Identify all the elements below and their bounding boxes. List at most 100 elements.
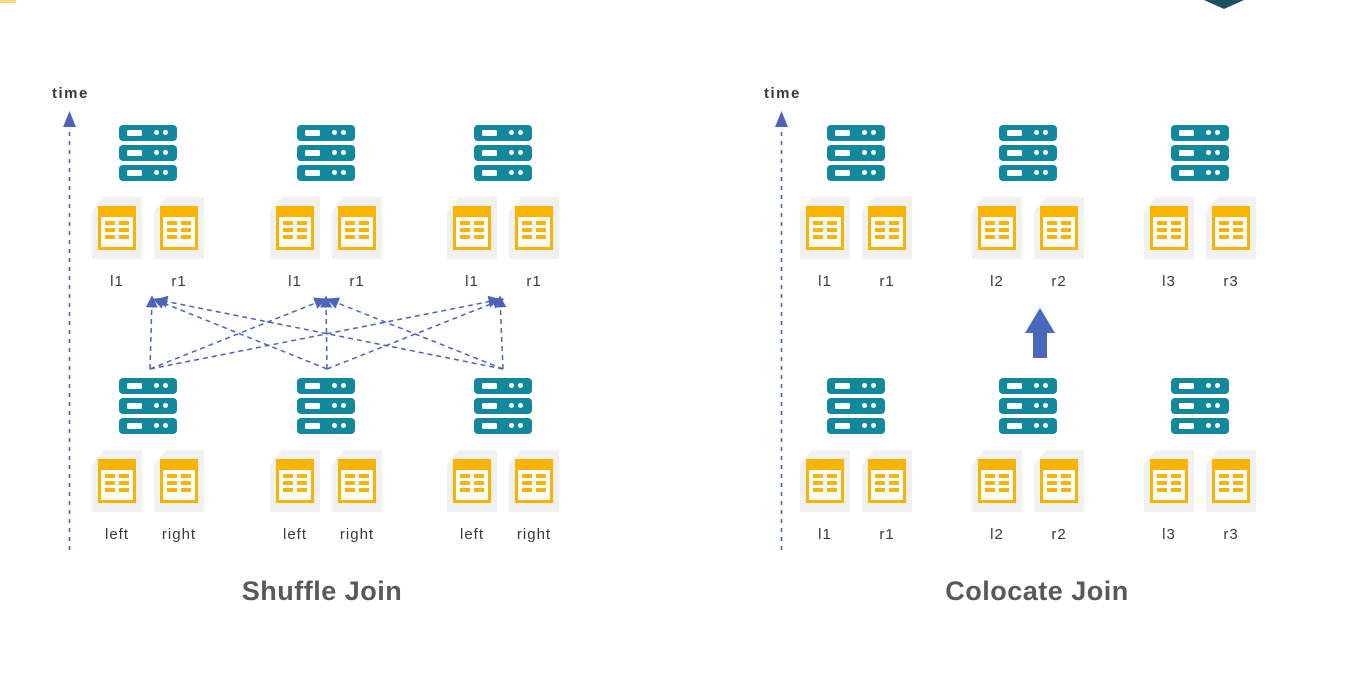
- server-unit-icon: [999, 418, 1057, 434]
- tablet-label: right: [161, 526, 197, 543]
- server-unit-icon: [119, 378, 177, 394]
- server-stack-icon: [119, 378, 177, 434]
- server-unit-icon: [474, 398, 532, 414]
- server-unit-icon: [1171, 418, 1229, 434]
- node-group: l3 r3: [1134, 125, 1266, 290]
- table-file-icon: [509, 197, 559, 259]
- server-unit-icon: [119, 165, 177, 181]
- tablet-pair: [82, 450, 214, 512]
- server-unit-icon: [827, 125, 885, 141]
- server-unit-icon: [297, 145, 355, 161]
- node-group: l3 r3: [1134, 378, 1266, 543]
- server-unit-icon: [827, 398, 885, 414]
- time-axis: [63, 111, 76, 550]
- server-unit-icon: [474, 378, 532, 394]
- tablet-pair: [260, 197, 392, 259]
- tablet-label: l1: [288, 273, 302, 290]
- tablet-pair: [437, 450, 569, 512]
- shuffle-arrows-icon: [145, 295, 507, 370]
- tablet-label: r1: [526, 273, 542, 290]
- table-file-icon: [92, 450, 142, 512]
- tablet-pair: [962, 450, 1094, 512]
- tablet-pair: [1134, 197, 1266, 259]
- server-unit-icon: [297, 125, 355, 141]
- node-group: l1 r1: [260, 125, 392, 290]
- tablet-pair: [1134, 450, 1266, 512]
- table-file-icon: [1034, 450, 1084, 512]
- server-unit-icon: [827, 145, 885, 161]
- server-unit-icon: [827, 165, 885, 181]
- node-group: left right: [260, 378, 392, 543]
- server-unit-icon: [827, 418, 885, 434]
- tablet-label: r2: [1051, 526, 1067, 543]
- table-file-icon: [972, 197, 1022, 259]
- server-unit-icon: [119, 398, 177, 414]
- server-stack-icon: [297, 125, 355, 181]
- server-unit-icon: [999, 398, 1057, 414]
- tablet-label: left: [104, 526, 129, 543]
- server-stack-icon: [1171, 378, 1229, 434]
- node-group: left right: [82, 378, 214, 543]
- tablet-label: r1: [171, 273, 187, 290]
- table-file-icon: [1206, 450, 1256, 512]
- tablet-labels: l3 r3: [1134, 273, 1266, 290]
- tablet-label: r3: [1223, 273, 1239, 290]
- server-stack-icon: [119, 125, 177, 181]
- table-file-icon: [509, 450, 559, 512]
- logo-fragment-icon: [1204, 0, 1244, 9]
- node-group: l2 r2: [962, 125, 1094, 290]
- table-file-icon: [270, 450, 320, 512]
- server-unit-icon: [474, 145, 532, 161]
- tablet-label: left: [282, 526, 307, 543]
- server-unit-icon: [1171, 398, 1229, 414]
- server-unit-icon: [297, 378, 355, 394]
- server-unit-icon: [297, 398, 355, 414]
- server-unit-icon: [474, 125, 532, 141]
- tablet-label: l3: [1162, 526, 1176, 543]
- server-unit-icon: [474, 418, 532, 434]
- server-stack-icon: [999, 125, 1057, 181]
- tablet-labels: l1 r1: [790, 273, 922, 290]
- server-stack-icon: [999, 378, 1057, 434]
- tablet-labels: left right: [437, 526, 569, 543]
- tablet-pair: [790, 197, 922, 259]
- panel-title: Shuffle Join: [241, 576, 403, 606]
- table-file-icon: [92, 197, 142, 259]
- table-file-icon: [1144, 197, 1194, 259]
- server-unit-icon: [119, 145, 177, 161]
- server-stack-icon: [827, 125, 885, 181]
- server-unit-icon: [297, 418, 355, 434]
- tablet-label: r2: [1051, 273, 1067, 290]
- node-group: l1 r1: [790, 125, 922, 290]
- table-file-icon: [154, 197, 204, 259]
- server-stack-icon: [827, 378, 885, 434]
- server-unit-icon: [1171, 165, 1229, 181]
- table-file-icon: [1144, 450, 1194, 512]
- server-unit-icon: [1171, 125, 1229, 141]
- tablet-labels: l2 r2: [962, 526, 1094, 543]
- table-file-icon: [862, 197, 912, 259]
- tablet-label: r1: [349, 273, 365, 290]
- time-axis-label: time: [52, 85, 89, 102]
- table-file-icon: [862, 450, 912, 512]
- time-axis-label: time: [764, 85, 801, 102]
- tablet-pair: [260, 450, 392, 512]
- tablet-labels: l2 r2: [962, 273, 1094, 290]
- tablet-labels: left right: [82, 526, 214, 543]
- node-group: l1 r1: [437, 125, 569, 290]
- server-unit-icon: [827, 378, 885, 394]
- table-file-icon: [972, 450, 1022, 512]
- tablet-labels: left right: [260, 526, 392, 543]
- tablet-label: l1: [465, 273, 479, 290]
- node-group: l1 r1: [82, 125, 214, 290]
- tablet-label: l1: [818, 273, 832, 290]
- tablet-labels: l3 r3: [1134, 526, 1266, 543]
- server-stack-icon: [297, 378, 355, 434]
- server-stack-icon: [474, 125, 532, 181]
- tablet-label: l1: [110, 273, 124, 290]
- server-stack-icon: [1171, 125, 1229, 181]
- tablet-label: right: [339, 526, 375, 543]
- table-file-icon: [332, 197, 382, 259]
- table-file-icon: [1206, 197, 1256, 259]
